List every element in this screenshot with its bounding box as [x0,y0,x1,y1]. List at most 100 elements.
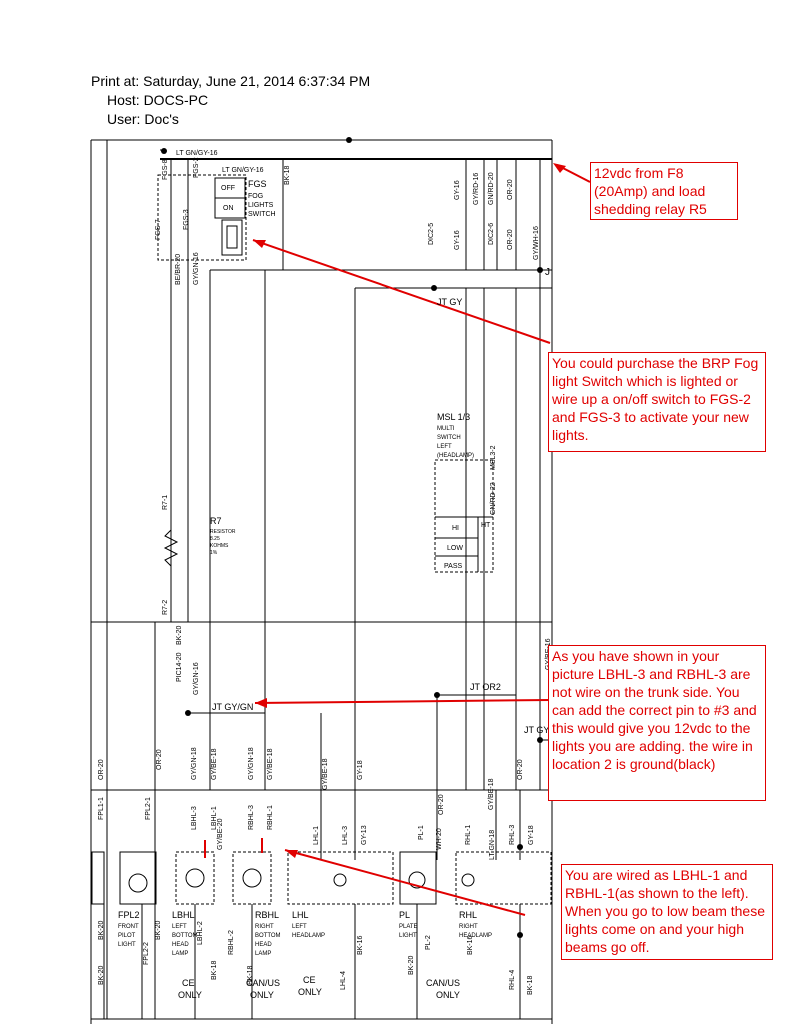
annotation-trunk-wiring: As you have shown in your picture LBHL-3… [548,645,766,801]
resistor-desc: KOHMS [210,543,229,549]
pin-label: FPL1-1 [98,797,105,820]
wire-label: BK-20 [98,920,105,940]
wire-label: BK-16 [467,935,474,955]
resistor-desc: RESISTOR [210,529,236,535]
switch-position: LOW [447,545,463,552]
wire-label: GY/BE-18 [211,748,218,780]
switch-position: HI [452,525,459,532]
wire-label: BK-16 [357,935,364,955]
wire-label: GN/RD-20 [488,172,495,205]
pin-label: RBHL-2 [228,930,235,955]
annotation-fog-switch: You could purchase the BRP Fog light Swi… [548,352,766,452]
msl-code: MSL 1/3 [437,412,470,422]
component-desc: HEADLAMP [292,933,325,939]
resistor-desc: 1% [210,550,218,556]
wire-label: OR-20 [507,179,514,200]
fgs-on-label: ON [223,205,234,212]
pin-label: LHL-1 [313,826,320,845]
pin-label: DIC2-6 [488,223,495,245]
switch-position: PASS [444,563,462,570]
annotation-low-beam: You are wired as LBHL-1 and RBHL-1(as sh… [561,864,773,960]
wire-label: GY-18 [528,825,535,845]
component-desc: PLATE [399,924,418,930]
msl-desc: SWITCH [437,435,461,441]
junction-label: JT OR2 [470,682,501,692]
fgs-desc: FOG [248,193,263,200]
pin-label: FGS-8 [162,159,169,180]
pin-label: R7-2 [162,600,169,615]
variant-label: CE [303,975,316,985]
wire-label: GN/RD-22 [490,482,497,515]
component-code: FPL2 [118,910,140,920]
annotation-power-source: 12vdc from F8 (20Amp) and load shedding … [590,162,738,220]
pin-label: DIC2-5 [428,223,435,245]
msl-desc: LEFT [437,444,452,450]
resistor-desc: 8.25 [210,536,220,542]
component-desc: LAMP [255,951,271,957]
variant-label: ONLY [178,990,202,1000]
pin-label: LBHL-2 [197,921,204,945]
component-code: PL [399,910,410,920]
pin-label: RHL-1 [465,825,472,845]
pin-label: FPL2-1 [145,797,152,820]
wire-label: GY/BE-20 [217,818,224,850]
component-desc: RIGHT [255,924,274,930]
variant-label: CAN/US [246,978,280,988]
wire-label: BK-18 [527,975,534,995]
junction-label: J [545,267,550,278]
pin-label: LBHL-3 [191,806,198,830]
wire-label: BK-20 [98,965,105,985]
wire-label: OR-20 [156,749,163,770]
component-code: RBHL [255,910,279,920]
pin-label: PL-2 [425,935,432,950]
wire-label: LT GN/GY-16 [176,150,218,157]
component-code: RHL [459,910,477,920]
wire-label: BK-18 [247,965,254,985]
fgs-desc: SWITCH [248,211,276,218]
wire-label: LT GN-18 [489,830,496,860]
component-desc: HEADLAMP [459,933,492,939]
component-desc: LEFT [172,924,187,930]
wire-label: BK-20 [155,920,162,940]
fgs-code: FGS [248,179,267,189]
variant-label: CE [182,978,195,988]
print-date: Print at: Saturday, June 21, 2014 6:37:3… [91,73,371,89]
wire-label: WH-20 [436,828,443,850]
pin-label: RBHL-3 [248,805,255,830]
print-user: User: Doc's [107,111,179,127]
wire-label: GY/RD-16 [473,173,480,205]
pin-label: FPL2-2 [143,942,150,965]
pin-label: PL-1 [418,825,425,840]
wire-label: GY-16 [454,180,461,200]
fgs-off-label: OFF [221,185,235,192]
wire-label: LT GN/GY-16 [222,167,264,174]
component-desc: FRONT [118,924,139,930]
component-desc: BOTTOM [255,933,281,939]
component-desc: HEAD [255,942,272,948]
wire-label: BK-18 [284,165,291,185]
wire-label: OR-20 [438,794,445,815]
component-desc: BOTTOM [172,933,198,939]
pin-label: LHL-3 [342,826,349,845]
junction-label: JT GY/GN [212,702,253,712]
pin-label: MSL3-2 [490,445,497,470]
variant-label: ONLY [436,990,460,1000]
wire-label: GY/BE-18 [322,758,329,790]
wire-label: GY-18 [357,760,364,780]
wire-label: GY/WH-16 [533,226,540,260]
pin-label: RHL-3 [509,825,516,845]
component-desc: LIGHT [399,933,417,939]
pin-label: RHL-4 [509,970,516,990]
msl-desc: MULTI [437,426,455,432]
pin-label: FGS-7 [155,219,162,240]
fgs-desc: LIGHTS [248,202,274,209]
wire-label: GY-13 [361,825,368,845]
wire-label: OR-20 [507,229,514,250]
wire-label: BK-20 [176,625,183,645]
component-code: LHL [292,910,309,920]
variant-label: ONLY [298,987,322,997]
wire-label: BE/BR-20 [175,254,182,285]
wire-label: BK-18 [211,960,218,980]
pin-label: FGS-3 [183,209,190,230]
